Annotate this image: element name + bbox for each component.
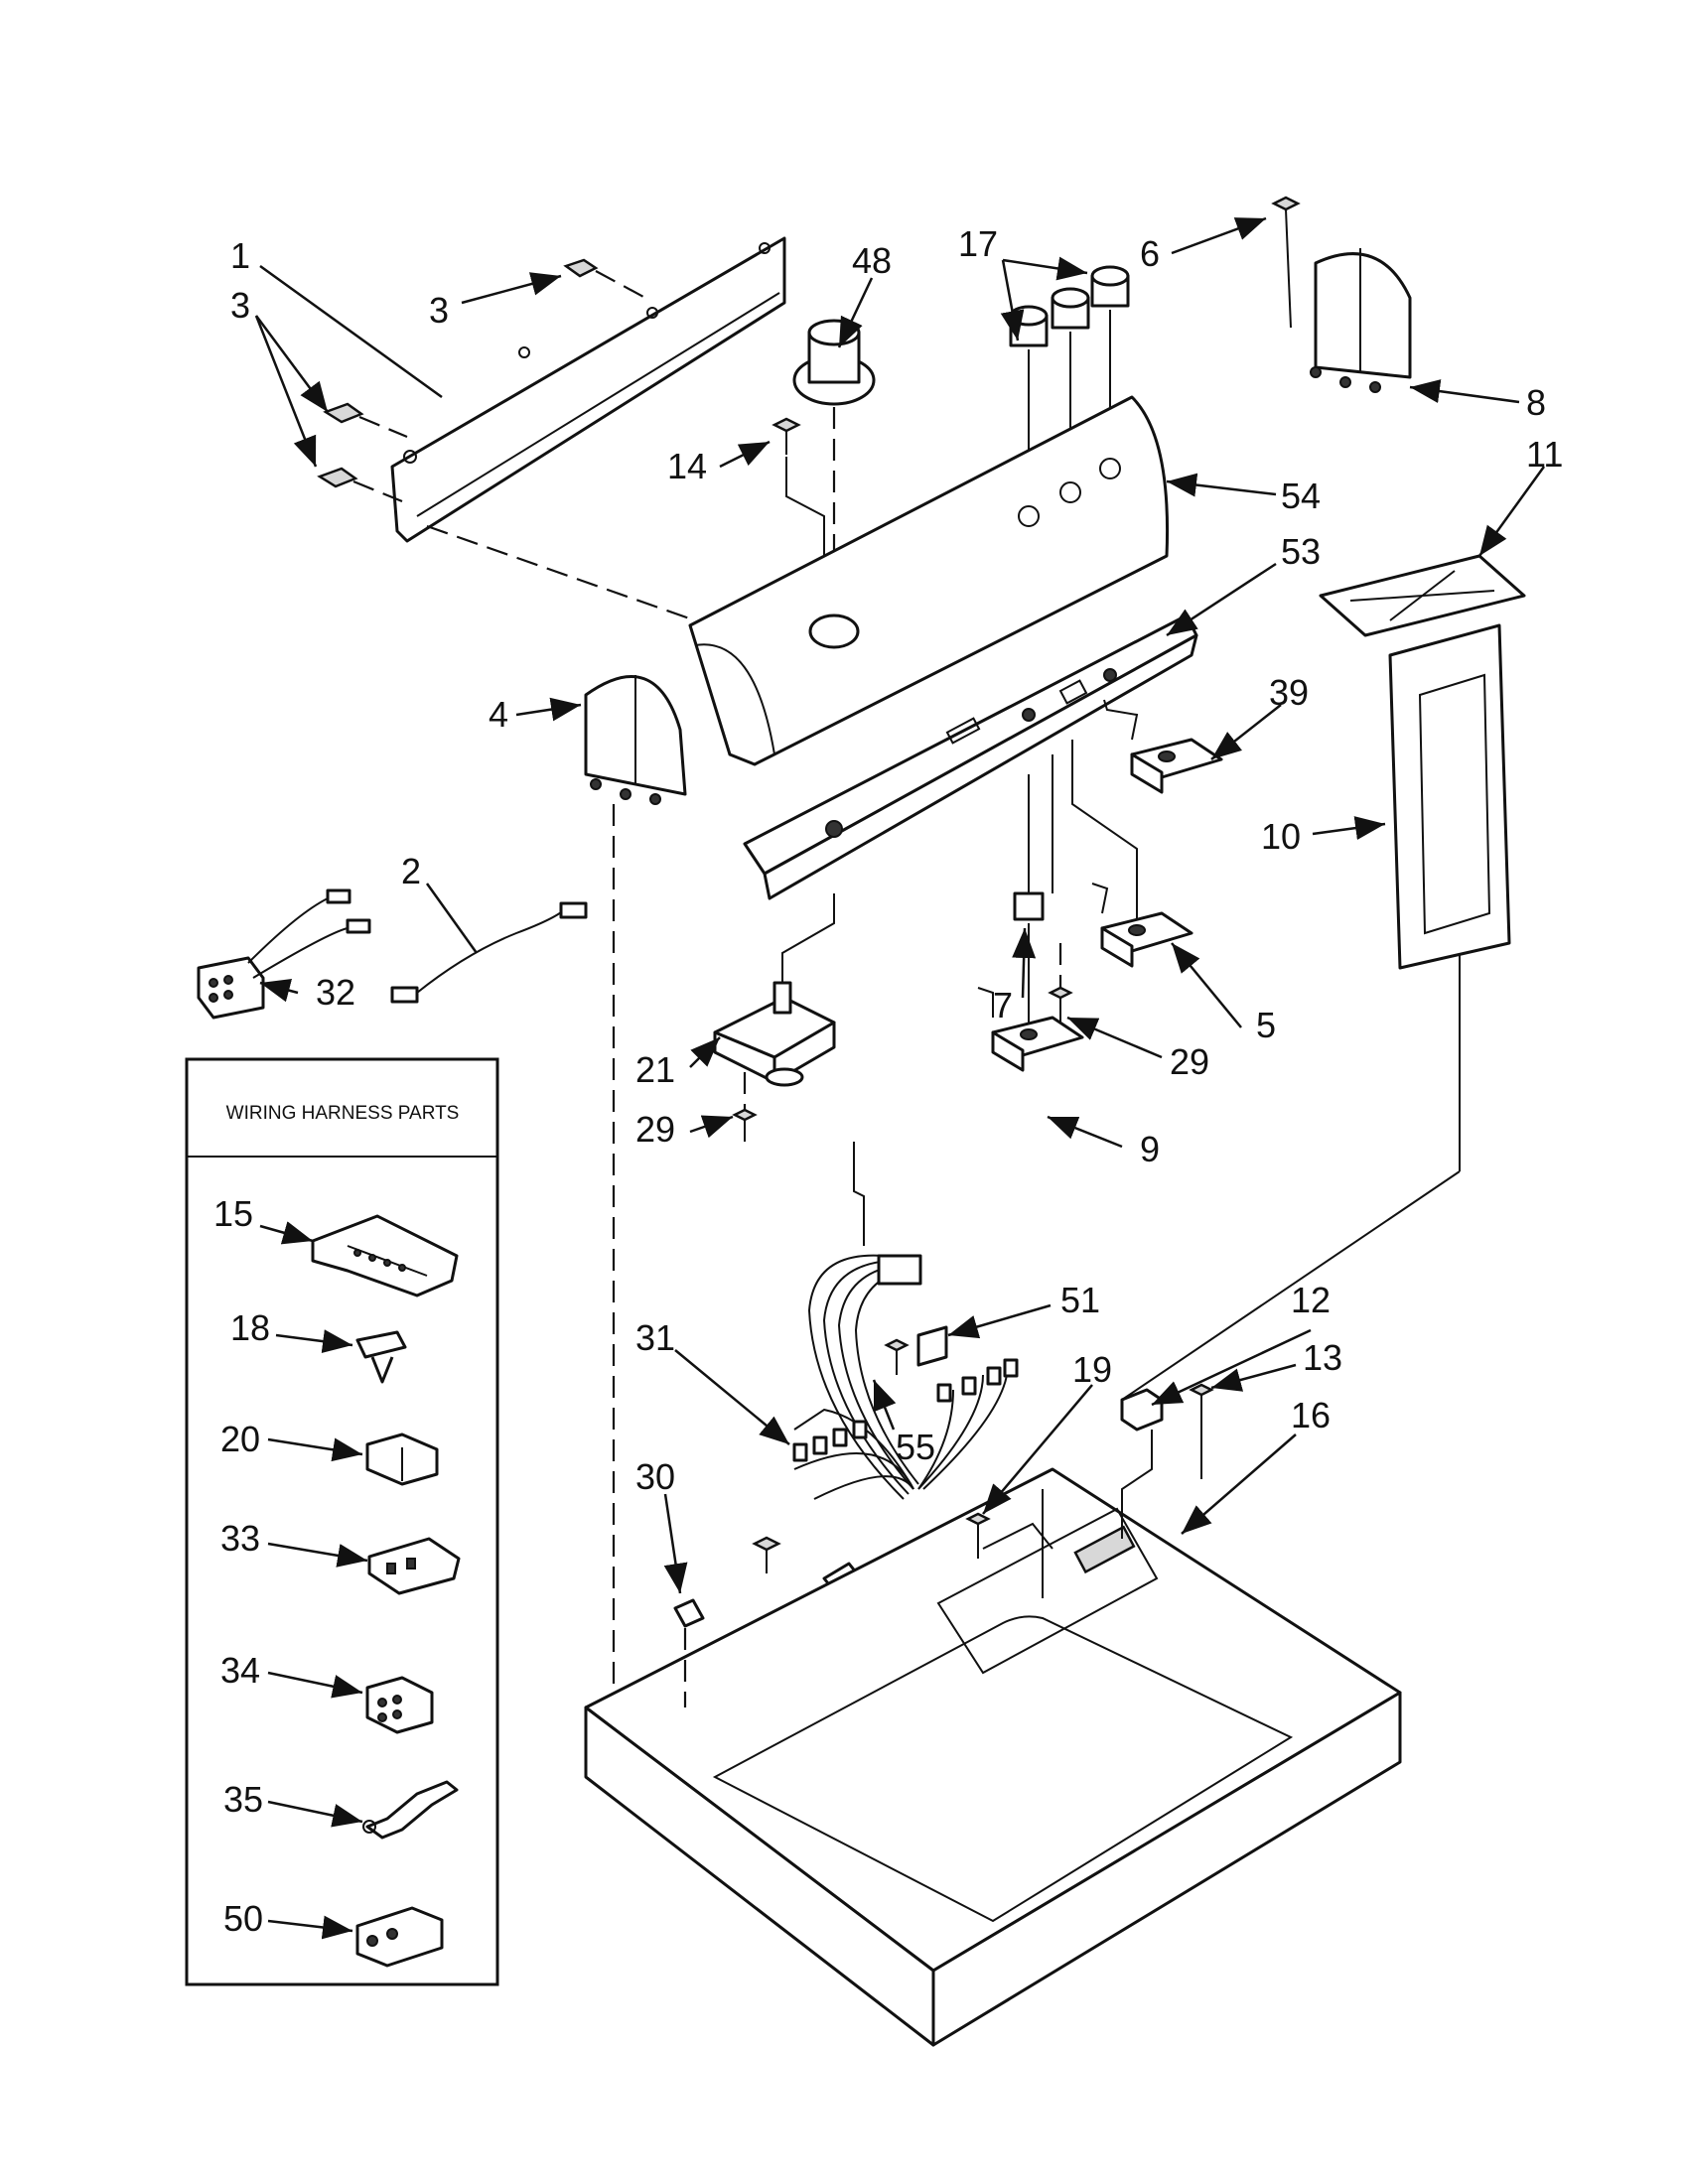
callout-55: 55 [896, 1427, 935, 1467]
callout-1: 1 [230, 235, 250, 276]
callout-16: 16 [1291, 1395, 1331, 1435]
callout-13: 13 [1303, 1337, 1342, 1378]
screw-13 [1189, 1383, 1214, 1479]
callout-20: 20 [220, 1419, 260, 1459]
left-end-cap [584, 675, 687, 1688]
callout-33: 33 [220, 1518, 260, 1559]
callout-31: 31 [635, 1317, 675, 1358]
wire-2 [390, 901, 588, 1004]
callout-48: 48 [852, 240, 892, 281]
callout-7: 7 [993, 985, 1013, 1025]
callout-8: 8 [1526, 382, 1546, 423]
callout-54: 54 [1281, 476, 1321, 516]
callout-2: 2 [401, 851, 421, 891]
callout-30: 30 [635, 1456, 675, 1497]
main-harness [792, 1142, 1019, 1590]
callout-3: 3 [429, 290, 449, 331]
clip-30 [673, 1598, 705, 1707]
harness-part-34 [365, 1676, 434, 1734]
switch-39 [1103, 699, 1223, 794]
screw-6 [1271, 196, 1301, 329]
callout-39: 39 [1269, 672, 1309, 713]
callout-21: 21 [635, 1049, 675, 1090]
screw-14 [772, 417, 825, 556]
wiring-harness-box: WIRING HARNESS PARTS [185, 1057, 499, 1986]
harness-plug-32 [197, 888, 371, 1020]
control-bracket [743, 614, 1198, 900]
rear-bracket-panel [390, 236, 786, 543]
callout-9: 9 [1140, 1129, 1160, 1169]
callout-35: 35 [223, 1779, 263, 1820]
harness-part-18 [355, 1330, 407, 1384]
harness-part-50 [355, 1906, 444, 1968]
screw-harness [752, 1536, 781, 1573]
vent-cover [1319, 554, 1526, 637]
switch-5 [1071, 740, 1193, 968]
callout-51: 51 [1060, 1280, 1100, 1320]
timer-motor [713, 893, 836, 1087]
callout-19: 19 [1072, 1349, 1112, 1390]
callout-17: 17 [958, 223, 998, 264]
harness-part-15 [311, 1214, 459, 1297]
screw-3-low [317, 467, 403, 503]
right-end-cap [1310, 248, 1412, 393]
harness-part-33 [367, 1537, 461, 1595]
leader-lines [254, 216, 1546, 1940]
callout-29: 29 [635, 1109, 675, 1150]
harness-part-20 [365, 1433, 439, 1486]
clip-7 [1013, 754, 1053, 921]
callout-50: 50 [223, 1898, 263, 1939]
switch-9 [977, 923, 1084, 1072]
callout-15: 15 [213, 1193, 253, 1234]
screw-55 [884, 1338, 910, 1375]
callout-32: 32 [316, 972, 355, 1013]
callout-4: 4 [489, 694, 508, 735]
callout-14: 14 [667, 446, 707, 486]
callout-3: 3 [230, 285, 250, 326]
callout-10: 10 [1261, 816, 1301, 857]
harness-part-35 [362, 1780, 459, 1840]
screw-29-left [732, 1072, 758, 1142]
screw-3-mid [323, 402, 408, 439]
callout-labels: 1 3 3 48 17 6 8 14 54 11 53 4 39 10 2 32… [213, 223, 1563, 1939]
callout-5: 5 [1256, 1005, 1276, 1045]
screw-29-right [1048, 943, 1073, 1023]
vent-panel [1388, 623, 1511, 1171]
console-panel [688, 395, 1170, 766]
clip-51 [916, 1325, 948, 1367]
harness-box-title: WIRING HARNESS PARTS [226, 1103, 460, 1124]
screw-19 [965, 1512, 991, 1559]
callout-53: 53 [1281, 531, 1321, 572]
top-panel [584, 1467, 1402, 2047]
callout-11: 11 [1526, 434, 1563, 475]
callout-29: 29 [1170, 1041, 1209, 1082]
callout-12: 12 [1291, 1280, 1331, 1320]
callout-18: 18 [230, 1307, 270, 1348]
screw-3-top [563, 258, 646, 299]
callout-34: 34 [220, 1650, 260, 1691]
callout-6: 6 [1140, 233, 1160, 274]
